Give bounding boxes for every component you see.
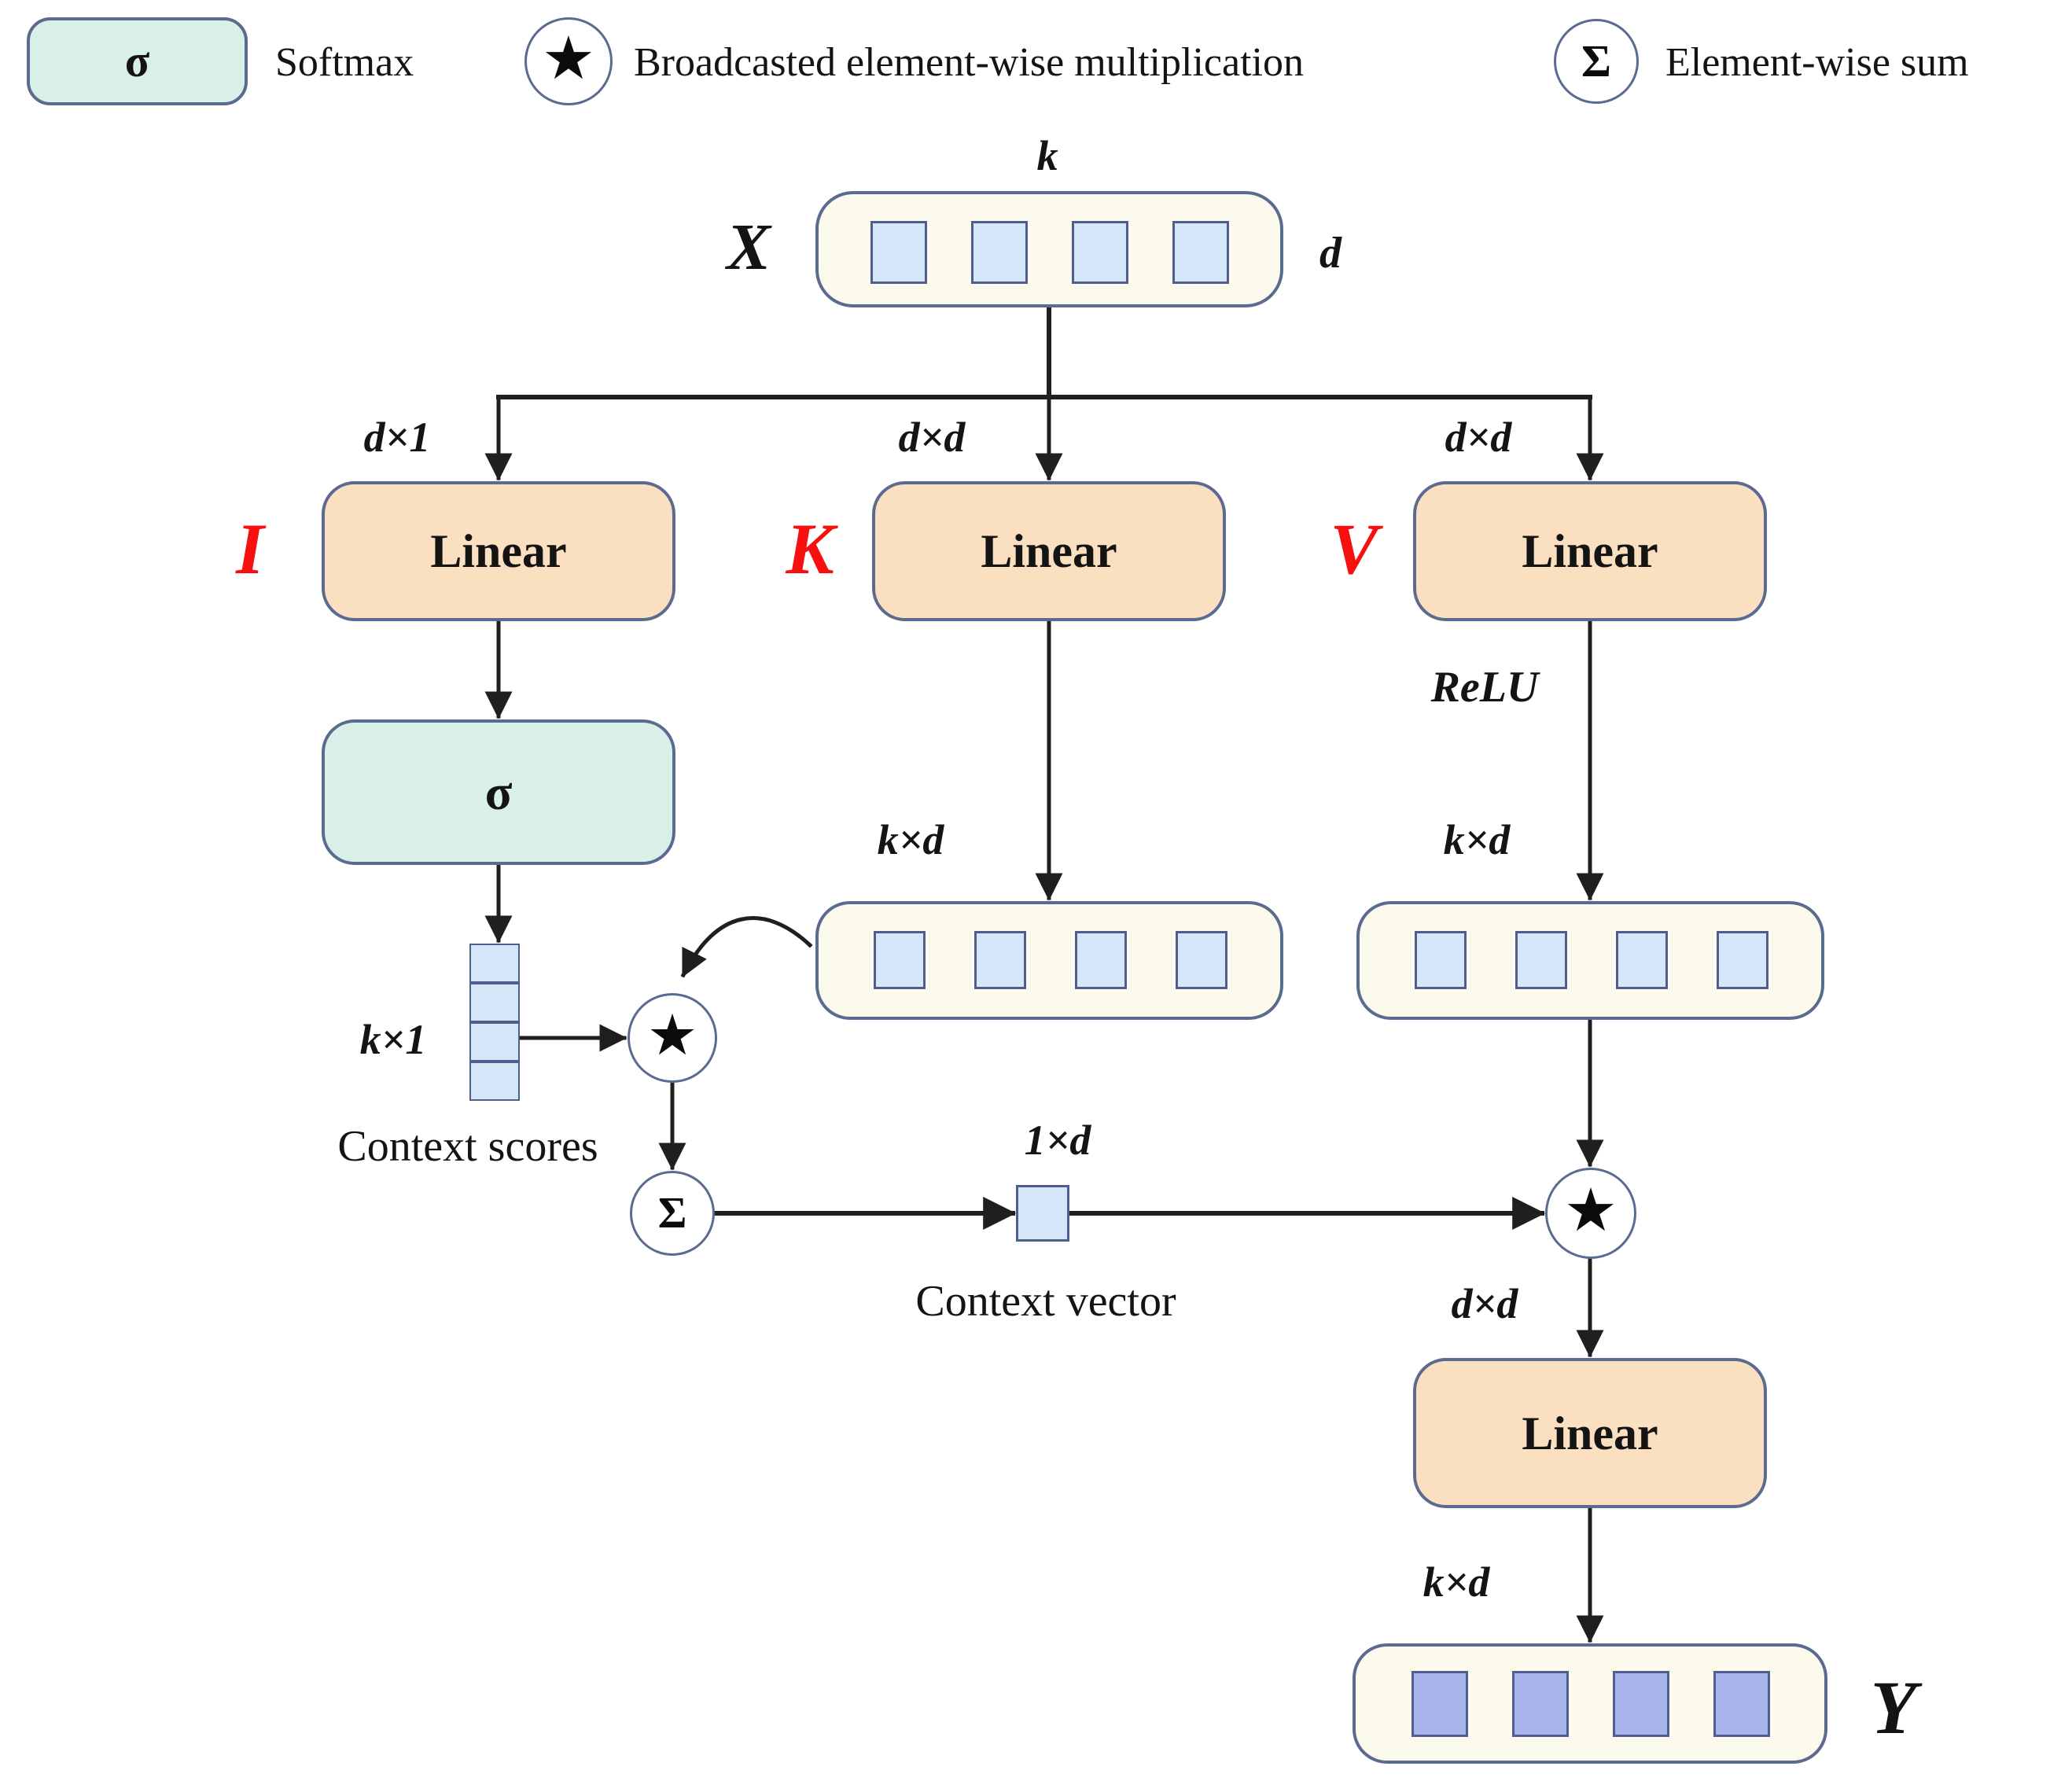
i-linear-label: Linear [430, 525, 567, 577]
context-scores-vector [469, 944, 520, 1101]
legend-softmax-symbol: σ [124, 35, 150, 86]
k-tensor [815, 901, 1283, 1020]
v-linear-box: Linear [1413, 481, 1767, 621]
tensor-cell [971, 221, 1028, 284]
v-tensor [1356, 901, 1824, 1020]
k-branch-dim-label: d×d [898, 414, 966, 461]
v-out-dim-label: k×d [1443, 816, 1511, 863]
output-out-dim-label: k×d [1422, 1558, 1490, 1606]
tensor-cell [1713, 1671, 1770, 1737]
vector-cell [469, 1022, 520, 1062]
k-linear-box: Linear [872, 481, 1226, 621]
context-vector-cell [1016, 1185, 1069, 1242]
legend-multiply-label: Broadcasted element-wise multiplication [634, 40, 1304, 85]
tensor-cell [870, 221, 927, 284]
output-linear-label: Linear [1522, 1407, 1658, 1459]
tensor-cell [1176, 931, 1227, 989]
input-tensor [815, 191, 1283, 307]
tensor-cell [1512, 1671, 1569, 1737]
sigma-sum-icon: Σ [1581, 35, 1611, 86]
arrow-k-tensor-to-multiply [680, 916, 813, 978]
star-icon: ★ [1563, 1178, 1618, 1244]
tensor-cell [1616, 931, 1668, 989]
tensor-cell [1717, 931, 1768, 989]
vector-cell [469, 1062, 520, 1101]
legend-sum-icon: Σ [1554, 19, 1639, 104]
v-branch-dim-label: d×d [1445, 414, 1512, 461]
tensor-cell [1172, 221, 1229, 284]
sum-node: Σ [630, 1171, 715, 1256]
input-name-label: X [726, 211, 771, 284]
k-out-dim-label: k×d [877, 816, 944, 863]
i-branch-dim-label: d×1 [363, 414, 431, 461]
scores-dim-label: k×1 [359, 1016, 427, 1063]
vector-cell [469, 944, 520, 983]
tensor-cell [1515, 931, 1567, 989]
softmax-symbol: σ [484, 764, 513, 820]
context-vector-caption: Context vector [915, 1277, 1176, 1326]
vector-cell [469, 983, 520, 1022]
tensor-cell [1613, 1671, 1669, 1737]
v-branch-letter: V [1330, 509, 1378, 589]
legend-softmax-box: σ [27, 17, 248, 105]
v-linear-label: Linear [1522, 525, 1658, 577]
input-rows-dim-label: d [1319, 229, 1342, 278]
output-name-label: Y [1870, 1665, 1917, 1750]
tensor-cell [1075, 931, 1127, 989]
output-tensor [1353, 1643, 1827, 1764]
relu-label: ReLU [1430, 663, 1539, 712]
tensor-cell [974, 931, 1026, 989]
k-linear-label: Linear [981, 525, 1117, 577]
context-vector-dim-label: 1×d [1024, 1117, 1091, 1164]
output-in-dim-label: d×d [1451, 1280, 1518, 1327]
star-icon: ★ [541, 26, 596, 92]
multiply1-node: ★ [628, 993, 717, 1083]
tensor-cell [1411, 1671, 1468, 1737]
legend-softmax-label: Softmax [275, 40, 414, 85]
context-scores-caption: Context scores [337, 1122, 598, 1171]
k-branch-letter: K [786, 509, 834, 589]
tensor-cell [874, 931, 926, 989]
softmax-box: σ [322, 719, 675, 865]
i-linear-box: Linear [322, 481, 675, 621]
i-branch-letter: I [236, 509, 264, 589]
sigma-sum-icon: Σ [657, 1189, 687, 1238]
tensor-cell [1415, 931, 1467, 989]
output-linear-box: Linear [1413, 1358, 1767, 1508]
legend-sum-label: Element-wise sum [1665, 40, 1969, 85]
input-cols-dim-label: k [1036, 132, 1058, 179]
legend-multiply-icon: ★ [524, 17, 613, 105]
star-icon: ★ [646, 1004, 698, 1067]
tensor-cell [1072, 221, 1128, 284]
multiply2-node: ★ [1545, 1168, 1636, 1259]
